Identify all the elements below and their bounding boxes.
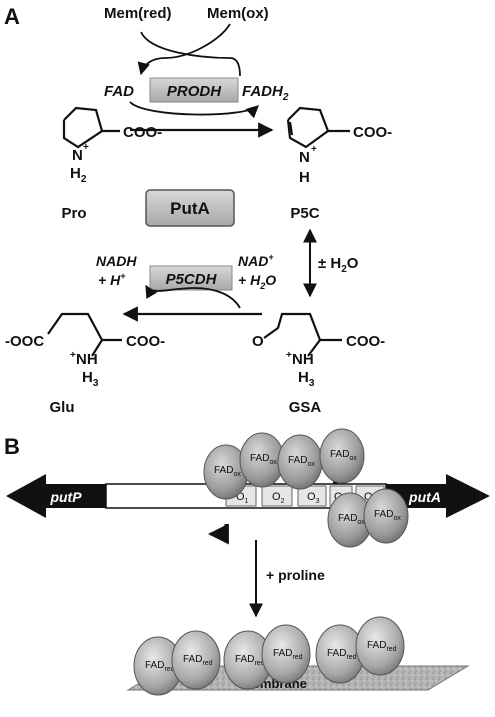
putA-gene-arrow: [386, 474, 490, 518]
putP-gene-arrow: [6, 474, 106, 518]
operator-o1-label: O1: [236, 491, 249, 505]
fad-ox-protein-6: FADox: [363, 488, 409, 544]
hydration-label: ± H2O: [318, 255, 359, 275]
membrane-electron-arc: [137, 23, 231, 76]
fad-ox-1-label: FADox: [214, 465, 241, 478]
pro-plus-label: +: [83, 142, 89, 153]
fad-red-proteins: FADred FADred FADred FADred FADred FADre…: [133, 616, 405, 696]
gsa-structure: [263, 312, 342, 357]
pro-h-label: H2: [70, 165, 87, 185]
pro-name: Pro: [61, 205, 86, 222]
fad-reduction-arc: [129, 101, 259, 119]
fad-red-protein-6: FADred: [355, 616, 405, 676]
fad-red-2-label: FADred: [183, 654, 213, 667]
mem-ox-label: Mem(ox): [207, 5, 269, 22]
glu-plus-label: +: [70, 350, 76, 361]
pro-coo-label: COO-: [123, 124, 162, 141]
mem-red-label: Mem(red): [104, 5, 172, 22]
fadh2-to-membrane-arc: [140, 31, 241, 77]
prodh-label: PRODH: [167, 83, 222, 100]
fad-ox-5-label: FADox: [338, 513, 365, 526]
fad-ox-6-label: FADox: [374, 509, 401, 522]
fad-ox-4-label: FADox: [330, 449, 357, 462]
glu-nh-label: NH: [76, 351, 98, 368]
fad-red-1-label: FADred: [145, 660, 175, 673]
p5cdh-box: [149, 265, 233, 291]
fad-red-protein-2: FADred: [171, 630, 221, 690]
glu-structure: [47, 312, 122, 357]
p5c-h-label: H: [299, 169, 310, 186]
fad-label: FAD: [104, 83, 134, 100]
fad-ox-2-label: FADox: [250, 453, 277, 466]
fad-ox-3-label: FADox: [288, 455, 315, 468]
putP-label: putP: [49, 489, 82, 505]
proline-label: + proline: [266, 567, 325, 583]
glu-h3-label: H3: [82, 369, 99, 389]
gsa-coo-label: COO-: [346, 333, 385, 350]
p5c-coo-label: COO-: [353, 124, 392, 141]
putA-label: putA: [408, 489, 441, 505]
puta-box: [145, 189, 235, 227]
glu-coo-label: COO-: [126, 333, 165, 350]
operator-o2: [261, 485, 293, 507]
pro-n-label: N: [72, 147, 83, 164]
p5c-structure: [286, 106, 350, 149]
operator-o3-label: O3: [307, 491, 320, 505]
nadh-label: NADH: [96, 253, 137, 269]
nad-label: NAD+: [238, 252, 274, 269]
prodh-box: [149, 77, 239, 103]
fad-ox-protein-4: FADox: [319, 428, 365, 484]
panel-b-label: B: [4, 434, 20, 459]
fad-ox-dimers: FADox FADox FADox FADox FADox FADox: [203, 428, 409, 548]
fad-ox-protein-2: FADox: [239, 432, 285, 488]
fad-red-3-label: FADred: [235, 654, 265, 667]
operator-o2-label: O2: [272, 491, 285, 505]
nad-h2o-label: + H2O: [238, 272, 276, 291]
fad-red-5-label: FADred: [327, 648, 357, 661]
fad-red-6-label: FADred: [367, 640, 397, 653]
gsa-h3-label: H3: [298, 369, 315, 389]
proline-structure: [62, 106, 120, 149]
glu-name: Glu: [50, 399, 75, 416]
fad-red-4-label: FADred: [273, 648, 303, 661]
fad-red-protein-4: FADred: [261, 624, 311, 684]
glu-left-label: -OOC: [5, 333, 44, 350]
gsa-name: GSA: [289, 399, 322, 416]
p5cdh-label: P5CDH: [166, 271, 218, 288]
gsa-nh-label: NH: [292, 351, 314, 368]
putP-promoter-arrow: [207, 523, 229, 545]
p5c-name: P5C: [290, 205, 319, 222]
panel-a-label: A: [4, 4, 20, 29]
puta-label: PutA: [170, 199, 210, 218]
p5c-plus-label: +: [311, 144, 317, 155]
p5c-n-label: N: [299, 149, 310, 166]
gsa-plus-label: +: [286, 350, 292, 361]
fad-red-protein-3: FADred: [223, 630, 273, 690]
gsa-o-label: O: [252, 333, 264, 350]
fad-ox-protein-3: FADox: [277, 434, 323, 490]
operator-o3: [297, 485, 327, 507]
fadh2-label: FADH2: [242, 83, 289, 103]
nadh-hplus-label: + H+: [98, 271, 126, 288]
nad-reduction-arc: [145, 284, 241, 309]
